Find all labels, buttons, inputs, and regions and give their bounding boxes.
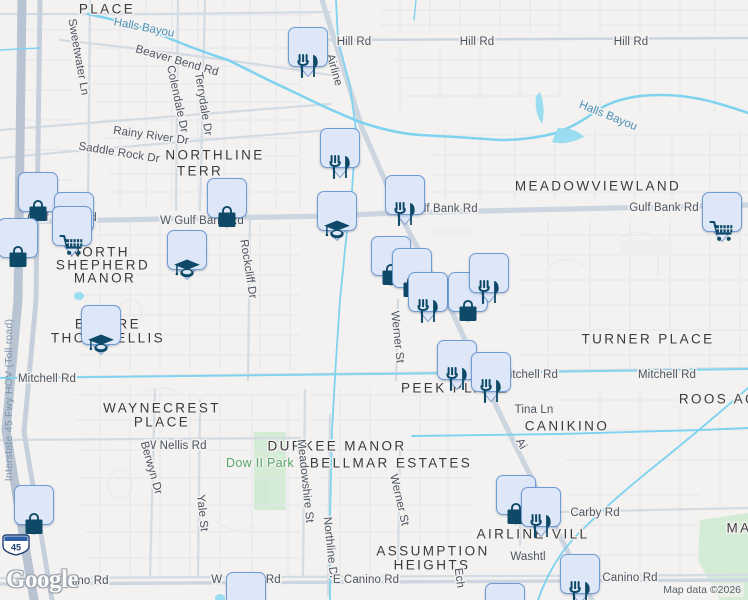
marker-restaurant-7[interactable] <box>471 352 511 403</box>
marker-pin-body <box>521 487 561 527</box>
marker-restaurant-8[interactable] <box>521 487 561 538</box>
water-pond-1 <box>535 92 544 124</box>
marker-pin-tip <box>63 244 81 255</box>
marker-pin-body <box>485 583 525 600</box>
marker-school-4[interactable] <box>485 583 525 600</box>
marker-restaurant-9[interactable] <box>560 554 600 600</box>
marker-shopping-cart-3[interactable] <box>702 192 742 242</box>
marker-restaurant-6[interactable] <box>437 340 477 391</box>
marker-pin-body <box>52 206 92 246</box>
water-pond-4 <box>215 594 225 600</box>
marker-pin-tip <box>299 65 317 76</box>
marker-pin-tip <box>396 213 414 224</box>
svg-text:45: 45 <box>11 543 21 553</box>
marker-pin-tip <box>571 592 589 600</box>
marker-shopping-cart-4[interactable] <box>226 572 266 600</box>
marker-shopping-cart-2[interactable] <box>52 206 92 256</box>
marker-shopping-bag-7[interactable] <box>14 485 54 535</box>
water-pond-3 <box>74 292 84 300</box>
marker-pin-body <box>207 178 247 218</box>
park-southeast <box>698 513 748 600</box>
marker-pin-body <box>226 572 266 600</box>
water-pond-2 <box>552 128 584 144</box>
minor-streets <box>22 0 748 575</box>
marker-pin-tip <box>532 525 550 536</box>
marker-shopping-bag-3[interactable] <box>207 178 247 228</box>
marker-pin-tip <box>713 230 731 241</box>
marker-restaurant-4[interactable] <box>408 272 448 323</box>
marker-shopping-bag-2[interactable] <box>0 218 38 268</box>
marker-pin-tip <box>480 291 498 302</box>
marker-restaurant-1[interactable] <box>288 27 328 78</box>
park-small-1 <box>255 480 267 506</box>
marker-restaurant-3[interactable] <box>385 175 425 226</box>
marker-pin-tip <box>331 166 349 177</box>
marker-shopping-bag-1[interactable] <box>18 172 58 222</box>
interstate-45-shield: 45 <box>2 534 30 556</box>
marker-pin-tip <box>419 310 437 321</box>
marker-school-2[interactable] <box>317 191 357 241</box>
marker-pin-body <box>14 485 54 525</box>
marker-pin-tip <box>448 378 466 389</box>
marker-pin-tip <box>482 390 500 401</box>
marker-restaurant-5[interactable] <box>469 253 509 304</box>
marker-school-1[interactable] <box>167 230 207 280</box>
marker-restaurant-2[interactable] <box>320 128 360 179</box>
marker-pin-body <box>0 218 38 258</box>
marker-school-3[interactable] <box>81 305 121 355</box>
